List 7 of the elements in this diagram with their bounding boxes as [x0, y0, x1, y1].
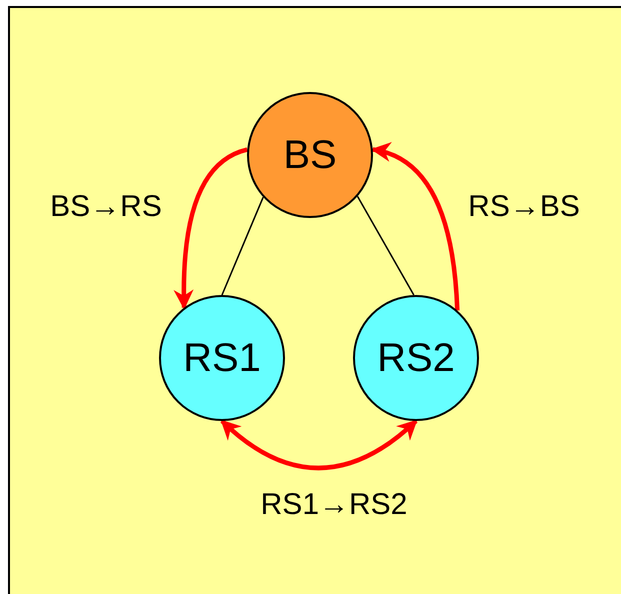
connector-line — [221, 196, 264, 296]
arrow — [174, 147, 248, 310]
node-label: RS1 — [183, 335, 261, 382]
arrow — [220, 419, 418, 470]
node-label: BS — [283, 132, 337, 179]
node-label: RS2 — [377, 335, 455, 382]
connector-line — [356, 196, 414, 296]
